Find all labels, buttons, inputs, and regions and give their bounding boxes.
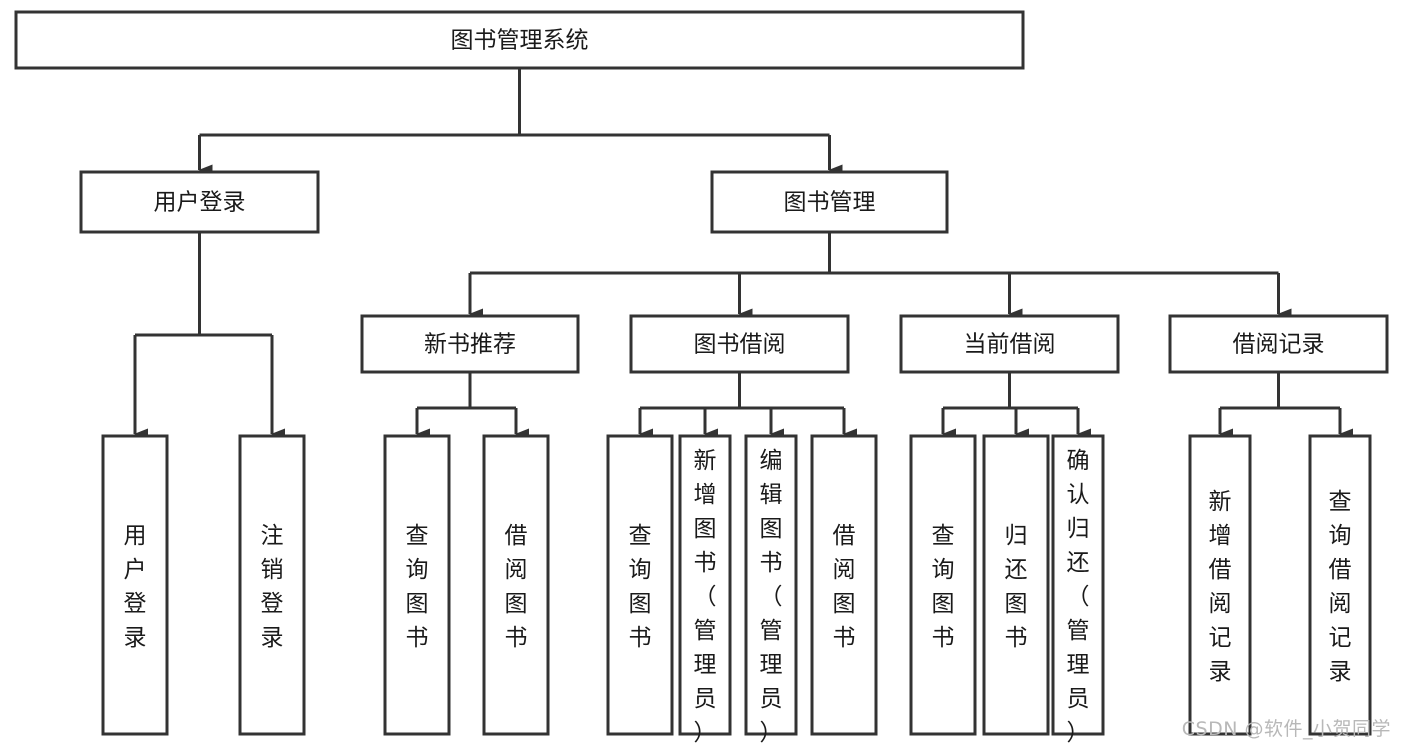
leaf-leaf-query-book-2[interactable]: 查询图书 — [606, 434, 674, 736]
csdn-watermark: CSDN @软件_小贺同学 — [1181, 718, 1391, 740]
leaf-label: 借阅图书 — [833, 523, 856, 651]
node-current-borrow[interactable]: 当前借阅 — [899, 314, 1120, 374]
leaf-label: 查询图书 — [932, 523, 955, 651]
leaf-label: 借阅图书 — [505, 523, 528, 651]
leaf-leaf-query-book-3[interactable]: 查询图书 — [909, 434, 977, 736]
node-borrow-record[interactable]: 借阅记录 — [1168, 314, 1389, 374]
node-book-borrow[interactable]: 图书借阅 — [629, 314, 850, 374]
leaf-label: 注销登录 — [261, 523, 284, 651]
leaf-leaf-add-record[interactable]: 新增借阅记录 — [1188, 434, 1252, 736]
node-root-root[interactable]: 图书管理系统 — [14, 10, 1025, 70]
node-label: 图书管理 — [784, 190, 876, 216]
leaf-leaf-confirm-return[interactable]: 确认归还（管理员） — [1051, 434, 1105, 746]
leaf-label: 新增借阅记录 — [1209, 489, 1232, 685]
leaf-leaf-return-book[interactable]: 归还图书 — [982, 434, 1050, 736]
leaf-leaf-query-record[interactable]: 查询借阅记录 — [1308, 434, 1372, 736]
leaf-leaf-user-logout[interactable]: 注销登录 — [238, 434, 306, 736]
leaf-leaf-query-book-1[interactable]: 查询图书 — [383, 434, 451, 736]
leaf-label: 归还图书 — [1005, 523, 1028, 651]
leaf-label: 确认归还（管理员） — [1067, 448, 1090, 746]
node-book-manage[interactable]: 图书管理 — [710, 170, 949, 234]
leaf-leaf-borrow-book-2[interactable]: 借阅图书 — [810, 434, 878, 736]
node-layer: 图书管理系统用户登录图书管理新书推荐图书借阅当前借阅借阅记录用户登录注销登录查询… — [14, 10, 1389, 746]
node-label: 图书借阅 — [694, 332, 786, 358]
leaf-label: 查询图书 — [629, 523, 652, 651]
leaf-leaf-add-book[interactable]: 新增图书（管理员） — [678, 434, 732, 746]
leaf-label: 编辑图书（管理员） — [760, 448, 783, 746]
node-user-login[interactable]: 用户登录 — [79, 170, 320, 234]
node-label: 新书推荐 — [424, 332, 516, 358]
connector-layer — [133, 68, 1353, 440]
node-label: 图书管理系统 — [451, 28, 589, 54]
node-label: 用户登录 — [154, 190, 246, 216]
leaf-leaf-user-login[interactable]: 用户登录 — [101, 434, 169, 736]
leaf-leaf-edit-book[interactable]: 编辑图书（管理员） — [744, 434, 798, 746]
leaf-label: 新增图书（管理员） — [694, 448, 717, 746]
leaf-label: 查询图书 — [406, 523, 429, 651]
node-label: 借阅记录 — [1233, 332, 1325, 358]
leaf-label: 查询借阅记录 — [1329, 489, 1352, 685]
leaf-leaf-borrow-book-1[interactable]: 借阅图书 — [482, 434, 550, 736]
node-new-book-recommend[interactable]: 新书推荐 — [360, 314, 580, 374]
node-label: 当前借阅 — [964, 332, 1056, 358]
leaf-label: 用户登录 — [124, 523, 147, 651]
